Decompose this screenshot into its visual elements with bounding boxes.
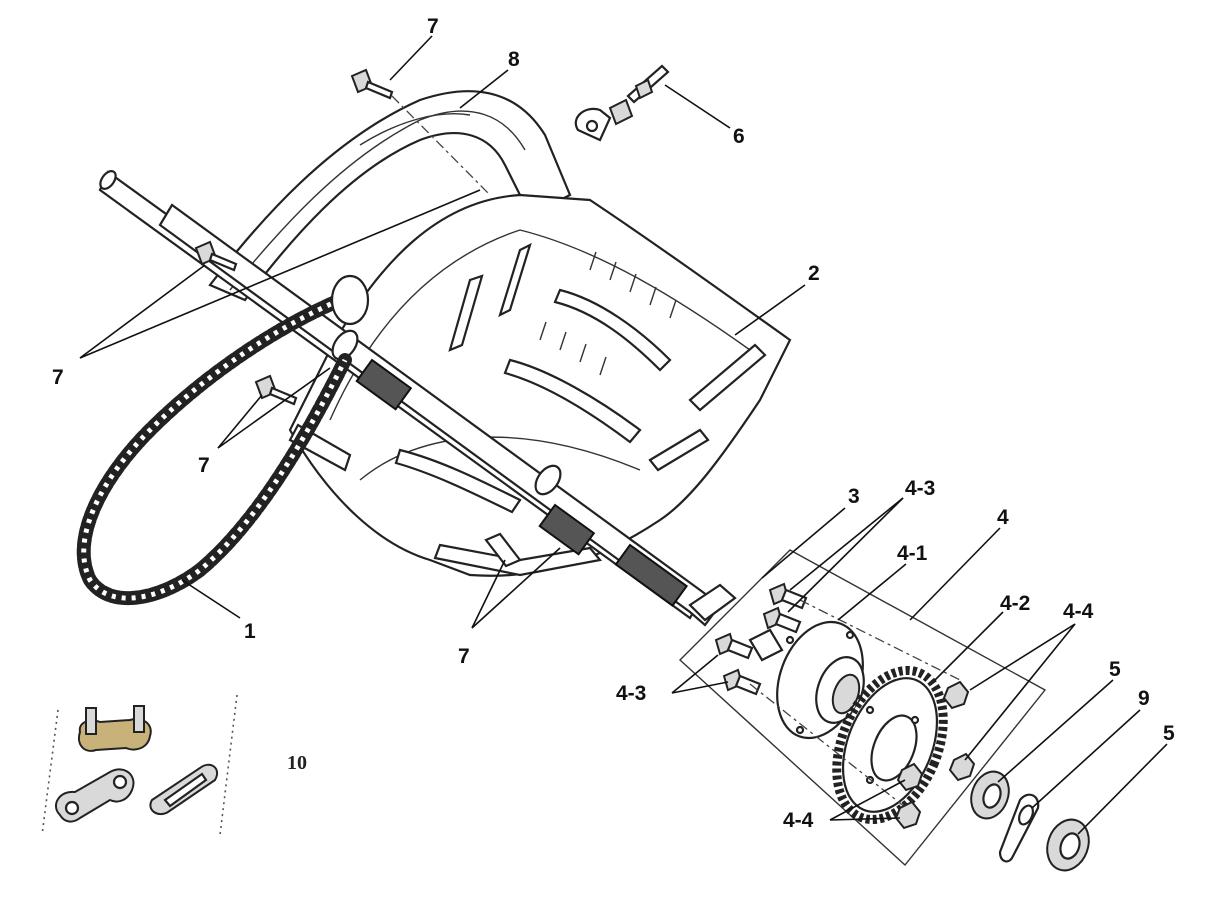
master-link-kit: [41, 694, 238, 836]
label-7-bottom: 7: [458, 645, 470, 668]
skid-plate: [288, 193, 792, 577]
axle-nut-5a: [970, 770, 1010, 820]
label-6: 6: [733, 125, 745, 148]
label-7-left: 7: [52, 366, 64, 389]
label-4: 4: [997, 506, 1009, 529]
axle-nut-5b: [1046, 818, 1090, 872]
bolt-7-bottom: [484, 532, 522, 568]
label-5-a: 5: [1109, 658, 1121, 681]
label-10: 10: [287, 752, 307, 774]
bolt-7-top: [350, 68, 491, 196]
lock-washer: [998, 793, 1040, 863]
chain-tensioner-bolt: [574, 64, 670, 142]
label-4-4-bottom: 4-4: [783, 809, 814, 832]
callout-labels: 7 8 6 2 7 7 1 7 3 4-3 4 4-1 4-2 4-4 4-3 …: [52, 15, 1175, 832]
hub-assembly: [678, 549, 1047, 867]
label-5-b: 5: [1163, 722, 1175, 745]
drive-chain: [76, 274, 370, 606]
label-4-3-top: 4-3: [905, 477, 935, 500]
bolt-7-mid: [254, 374, 298, 406]
label-7-top: 7: [427, 15, 439, 38]
label-4-3-left: 4-3: [616, 682, 646, 705]
label-7-mid: 7: [198, 454, 210, 477]
label-9: 9: [1138, 687, 1150, 710]
hub-nuts: [894, 680, 976, 830]
label-8: 8: [508, 48, 520, 71]
label-4-2: 4-2: [1000, 592, 1030, 615]
wheel-hub: [776, 620, 865, 740]
label-4-1: 4-1: [897, 542, 928, 565]
label-3: 3: [848, 485, 860, 508]
rear-axle: [98, 170, 737, 627]
hub-bolts: [714, 582, 961, 816]
leader-lines: [79, 35, 1168, 835]
bolt-7-left: [194, 240, 238, 272]
label-1: 1: [244, 620, 256, 643]
label-4-4-right: 4-4: [1063, 600, 1094, 623]
label-2: 2: [808, 262, 820, 285]
